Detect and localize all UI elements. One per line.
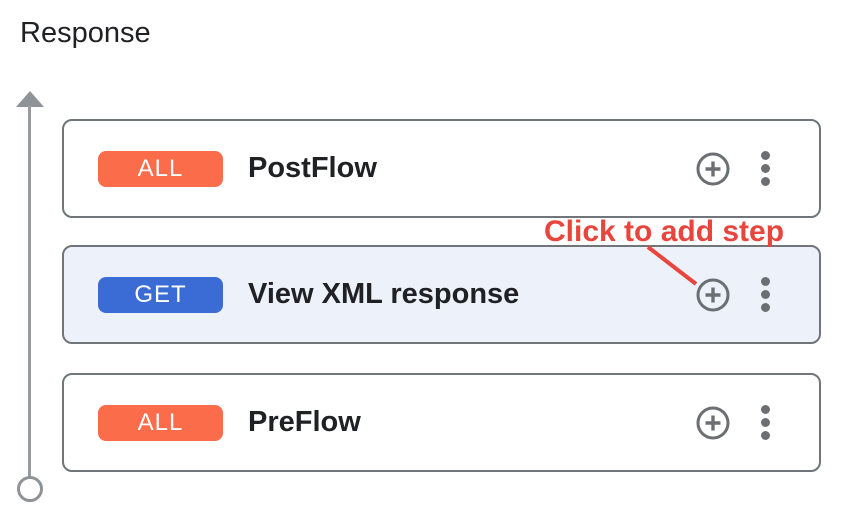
card-actions bbox=[696, 277, 819, 312]
add-step-button[interactable] bbox=[696, 278, 730, 312]
flow-card-preflow[interactable]: ALL PreFlow bbox=[62, 373, 821, 472]
flow-card-view-xml-response[interactable]: GET View XML response bbox=[62, 245, 821, 344]
kebab-menu-icon bbox=[760, 405, 770, 414]
flow-start-circle bbox=[17, 476, 43, 502]
add-step-button[interactable] bbox=[696, 152, 730, 186]
kebab-menu-icon bbox=[760, 151, 770, 160]
kebab-menu-icon bbox=[760, 277, 770, 286]
flow-axis-line bbox=[28, 105, 31, 477]
card-actions bbox=[696, 405, 819, 440]
plus-circle-icon bbox=[696, 278, 730, 311]
plus-circle-icon bbox=[696, 152, 730, 185]
more-options-button[interactable] bbox=[756, 405, 774, 440]
flow-card-postflow[interactable]: ALL PostFlow bbox=[62, 119, 821, 218]
verb-badge: ALL bbox=[98, 404, 223, 441]
flow-card-label: PostFlow bbox=[248, 152, 377, 184]
more-options-button[interactable] bbox=[756, 151, 774, 186]
card-actions bbox=[696, 151, 819, 186]
arrow-up-icon bbox=[16, 91, 44, 107]
plus-circle-icon bbox=[696, 406, 730, 439]
flow-card-label: PreFlow bbox=[248, 406, 361, 438]
more-options-button[interactable] bbox=[756, 277, 774, 312]
add-step-button[interactable] bbox=[696, 406, 730, 440]
flow-card-label: View XML response bbox=[248, 278, 520, 310]
annotation-click-to-add-step: Click to add step bbox=[544, 215, 785, 248]
verb-badge: ALL bbox=[98, 150, 223, 187]
verb-badge: GET bbox=[98, 276, 223, 313]
page-title: Response bbox=[20, 17, 151, 49]
